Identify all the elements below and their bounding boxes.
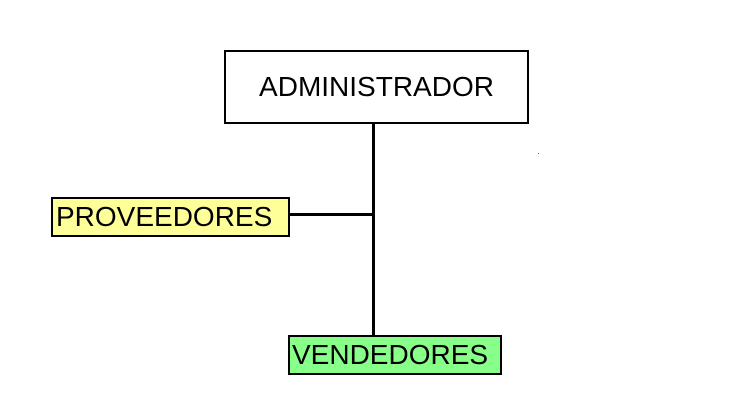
- node-proveedores: PROVEEDORES: [51, 197, 290, 237]
- node-vendedores: VENDEDORES: [288, 335, 502, 375]
- connector-vertical-line: [372, 124, 375, 336]
- stray-dot: [538, 153, 539, 154]
- node-vendedores-label: VENDEDORES: [292, 339, 489, 370]
- connector-branch-line: [290, 213, 374, 216]
- node-administrador-label: ADMINISTRADOR: [259, 71, 494, 102]
- node-proveedores-label: PROVEEDORES: [56, 201, 273, 232]
- node-administrador: ADMINISTRADOR: [224, 50, 529, 124]
